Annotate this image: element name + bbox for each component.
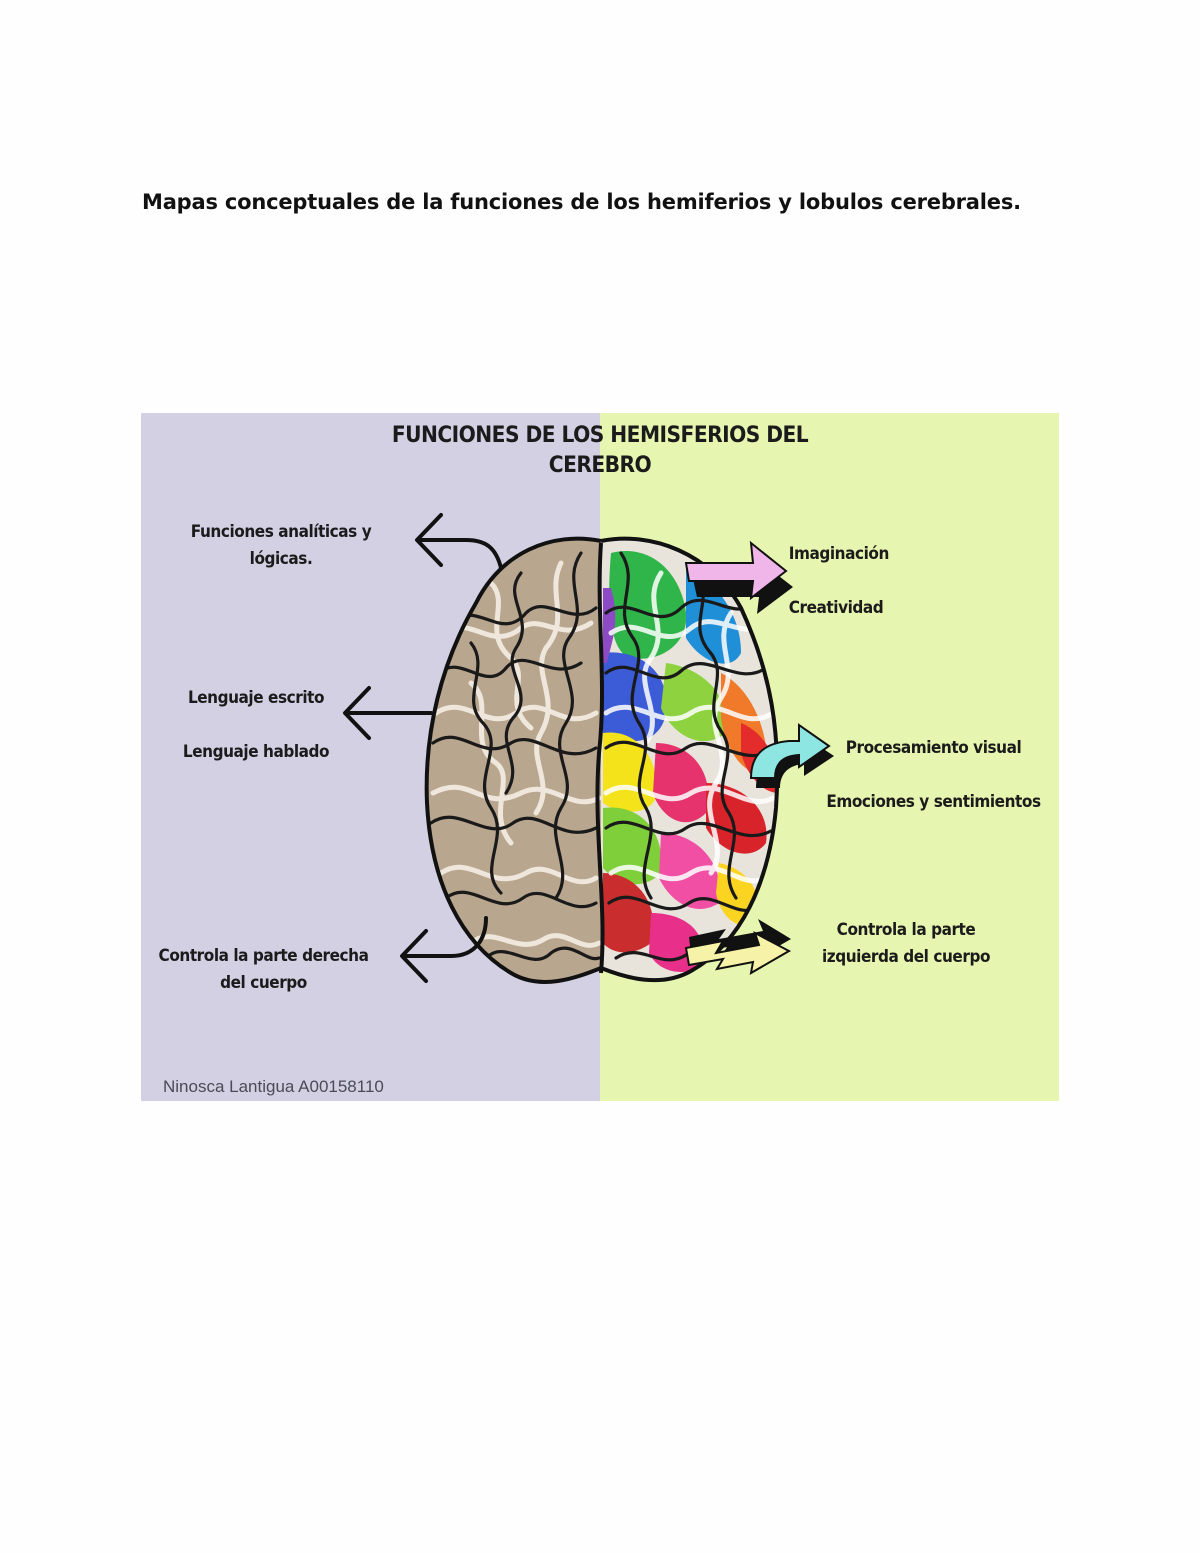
label-imaginacion: Imaginación Creatividad — [788, 544, 890, 618]
brain-illustration — [343, 513, 834, 984]
author-credit: Ninosca Lantigua A00158110 — [163, 1077, 384, 1096]
arrow-right-control-icon — [684, 919, 792, 975]
arrow-left-analitica-icon — [415, 513, 503, 570]
hemispheres-infographic: FUNCIONES DE LOS HEMISFERIOS DEL CEREBRO… — [141, 413, 1059, 1101]
arrow-right-imaginacion-icon — [684, 540, 793, 614]
label-control-izquierda: Controla la parte izquierda del cuerpo — [821, 920, 991, 967]
arrow-left-lenguaje-icon — [343, 686, 433, 740]
label-analitica: Funciones analíticas y lógicas. — [190, 522, 372, 569]
arrow-right-visual-icon — [749, 723, 834, 788]
label-lenguaje: Lenguaje escrito Lenguaje hablado — [182, 688, 330, 762]
label-procesamiento-visual: Procesamiento visual Emociones y sentimi… — [826, 738, 1041, 812]
label-control-derecha: Controla la parte derecha del cuerpo — [158, 946, 369, 993]
right-hemisphere-shape — [600, 536, 780, 983]
document-heading: Mapas conceptuales de la funciones de lo… — [142, 190, 1021, 214]
infographic-title: FUNCIONES DE LOS HEMISFERIOS DEL CEREBRO — [391, 423, 809, 478]
left-hemisphere-shape — [424, 536, 602, 984]
arrow-left-control-icon — [400, 916, 488, 983]
central-fissure — [595, 542, 605, 974]
